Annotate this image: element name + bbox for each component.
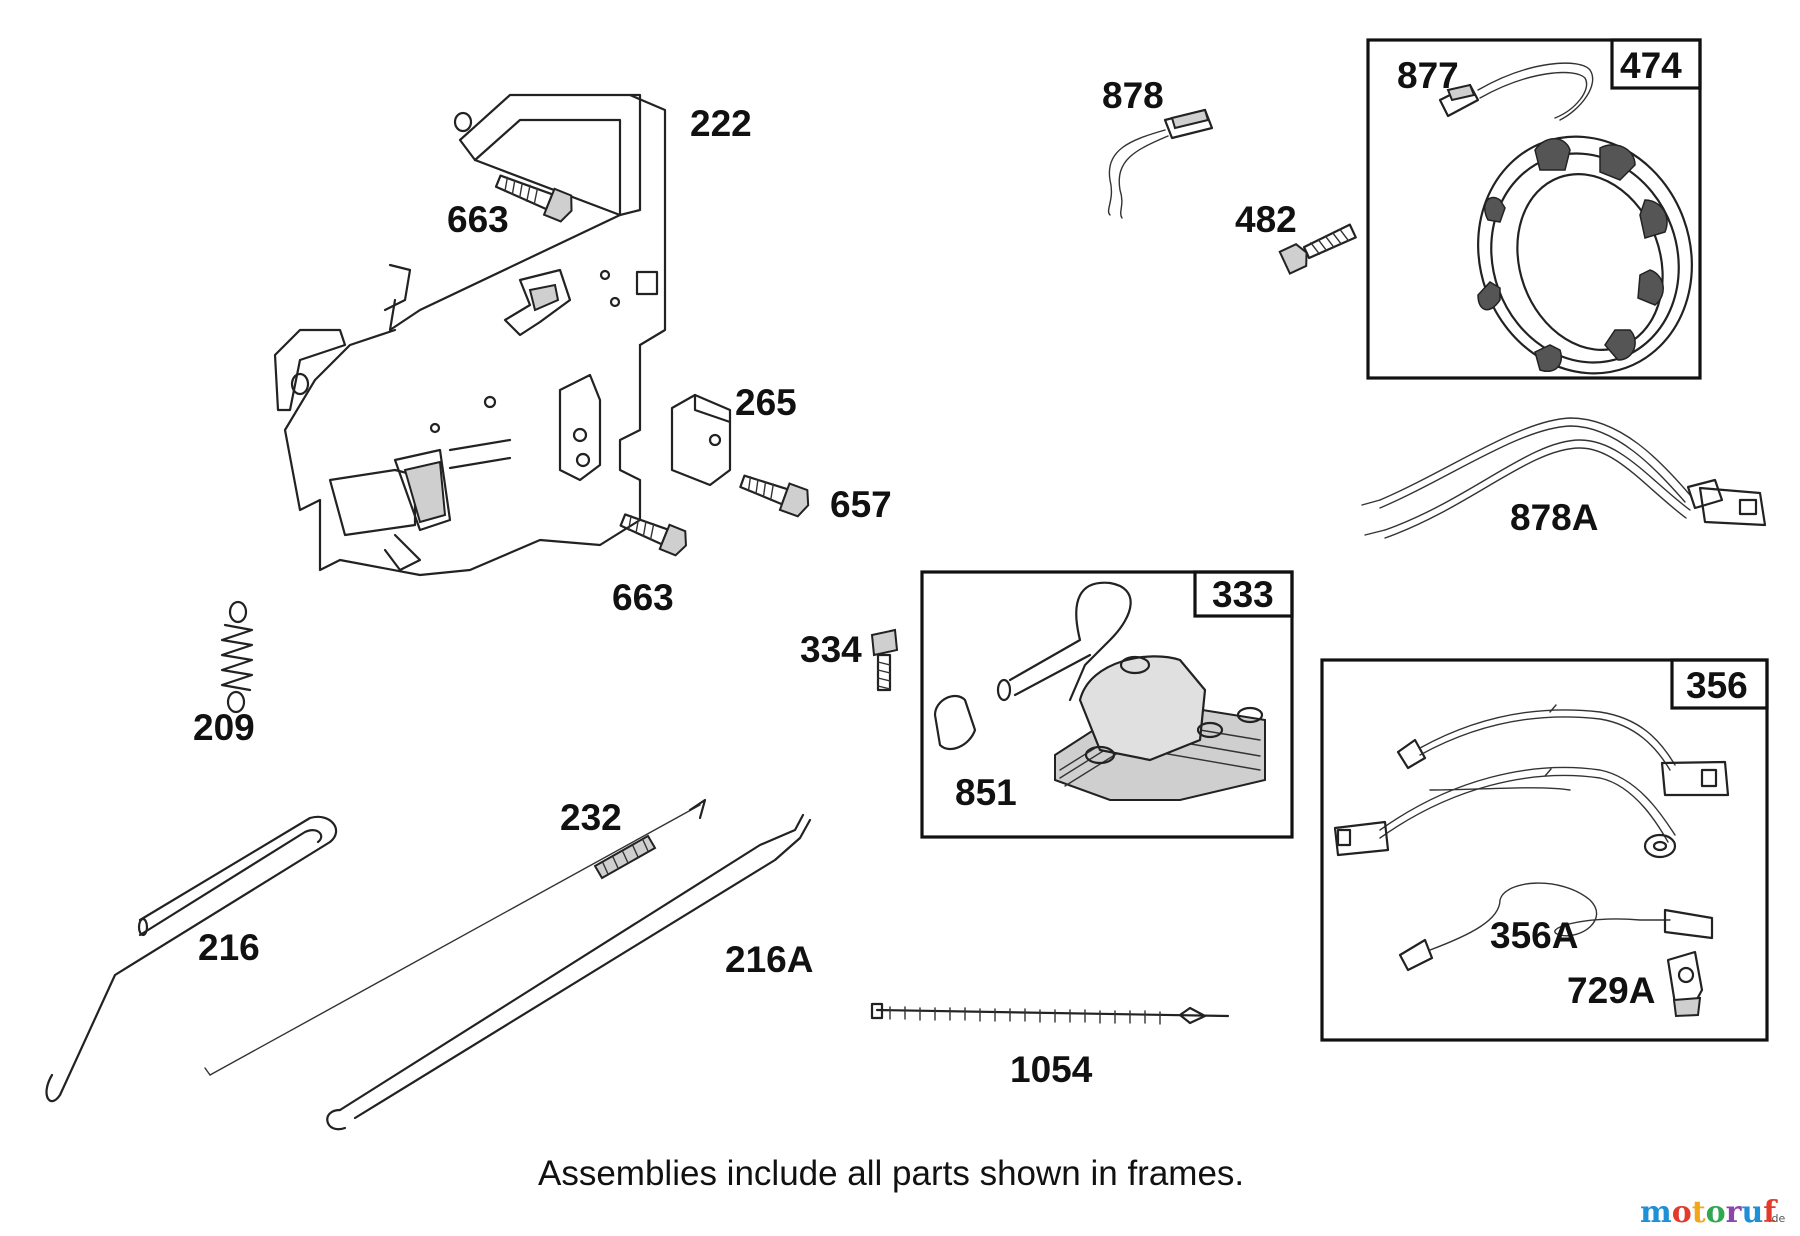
svg-text:motoruf: motoruf	[1640, 1195, 1778, 1230]
label-216A: 216A	[725, 939, 813, 980]
ignition-armature	[933, 581, 1266, 801]
control-bracket-222	[273, 93, 667, 577]
assembly-frame-356	[1320, 658, 1769, 1042]
label-265: 265	[735, 382, 797, 423]
label-851: 851	[955, 772, 1017, 813]
clip-729A	[1666, 950, 1704, 1018]
screw-482	[1278, 223, 1357, 275]
assembly-number-333: 333	[1212, 574, 1274, 615]
assembly-frame-333	[920, 570, 1294, 839]
label-877: 877	[1397, 55, 1459, 96]
clip-265	[670, 393, 732, 487]
governor-spring-232	[204, 798, 707, 1076]
watermark-logo: motoruf .de	[1640, 1195, 1785, 1230]
connector-878	[1107, 108, 1214, 219]
assembly-number-box-474	[1610, 38, 1702, 90]
assembly-number-box-356	[1670, 658, 1769, 710]
screw-657	[739, 474, 810, 518]
wire-harness-878A	[1361, 417, 1767, 539]
assembly-number-box-333	[1193, 570, 1294, 618]
label-222: 222	[690, 103, 752, 144]
link-rod-216A	[326, 813, 812, 1131]
assembly-number-356: 356	[1686, 665, 1748, 706]
link-rod-216	[45, 815, 338, 1103]
label-663-upper: 663	[447, 199, 509, 240]
screw-663-upper	[494, 174, 573, 223]
alternator-stator	[1438, 62, 1693, 375]
assembly-number-474: 474	[1620, 45, 1682, 86]
screw-334	[870, 628, 899, 692]
label-657: 657	[830, 484, 892, 525]
label-878A: 878A	[1510, 497, 1598, 538]
spring-209	[220, 600, 254, 714]
label-482: 482	[1235, 199, 1297, 240]
label-878: 878	[1102, 75, 1164, 116]
diagram-caption: Assemblies include all parts shown in fr…	[538, 1154, 1244, 1193]
label-729A: 729A	[1567, 970, 1655, 1011]
label-1054: 1054	[1010, 1049, 1093, 1090]
tie-strap-1054	[870, 1002, 1230, 1025]
label-334: 334	[800, 629, 862, 670]
svg-text:.de: .de	[1768, 1212, 1785, 1225]
label-216: 216	[198, 927, 260, 968]
wiring-harness-356	[1333, 704, 1730, 972]
label-663-lower: 663	[612, 577, 674, 618]
label-356A: 356A	[1490, 915, 1578, 956]
label-209: 209	[193, 707, 255, 748]
screw-663-lower	[619, 513, 687, 557]
label-232: 232	[560, 797, 622, 838]
assembly-frame-474	[1366, 38, 1702, 380]
